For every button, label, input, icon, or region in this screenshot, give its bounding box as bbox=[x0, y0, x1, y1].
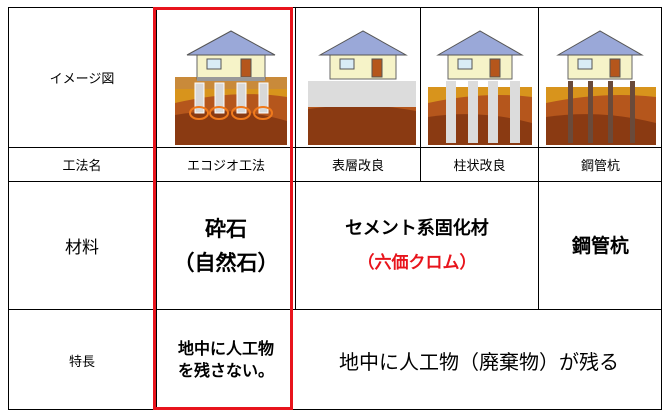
row-label-method: 工法名 bbox=[62, 159, 102, 174]
method-name-column: 柱状改良 bbox=[453, 159, 506, 174]
eco-geo-illustration bbox=[175, 30, 287, 145]
method-name-steel: 鋼管杭 bbox=[580, 159, 620, 174]
material-steel: 鋼管杭 bbox=[571, 234, 629, 257]
feature-others: 地中に人工物（廃棄物）が残る bbox=[339, 349, 619, 374]
surface-improvement-illustration bbox=[308, 30, 416, 145]
material-eco-line1: 砕石 bbox=[205, 216, 247, 241]
feature-eco-line1: 地中に人工物 bbox=[177, 339, 274, 358]
row-label-image: イメージ図 bbox=[49, 71, 115, 87]
method-name-eco-geo: エコジオ工法 bbox=[186, 159, 265, 174]
material-cement-line2: （六価クロム） bbox=[357, 252, 477, 273]
feature-eco-line2: を残さない。 bbox=[177, 361, 274, 380]
table-grid bbox=[8, 7, 662, 410]
column-improvement-illustration bbox=[428, 30, 532, 145]
material-cement-line1: セメント系固化材 bbox=[345, 217, 489, 239]
material-eco-line2: （自然石） bbox=[173, 250, 279, 275]
row-label-material: 材料 bbox=[65, 238, 99, 258]
comparison-table: イメージ図 工法名 材料 特長 エコジオ工法 表層改良 柱状改良 鋼管杭 砕石 … bbox=[8, 7, 662, 410]
material-cement: セメント系固化材 （六価クロム） bbox=[296, 182, 538, 309]
row-label-feature: 特長 bbox=[68, 354, 95, 370]
method-name-surface: 表層改良 bbox=[331, 159, 384, 174]
material-eco-geo: 砕石 （自然石） bbox=[157, 182, 295, 309]
feature-eco-geo: 地中に人工物 を残さない。 bbox=[157, 310, 295, 410]
steel-pile-illustration bbox=[546, 30, 656, 145]
